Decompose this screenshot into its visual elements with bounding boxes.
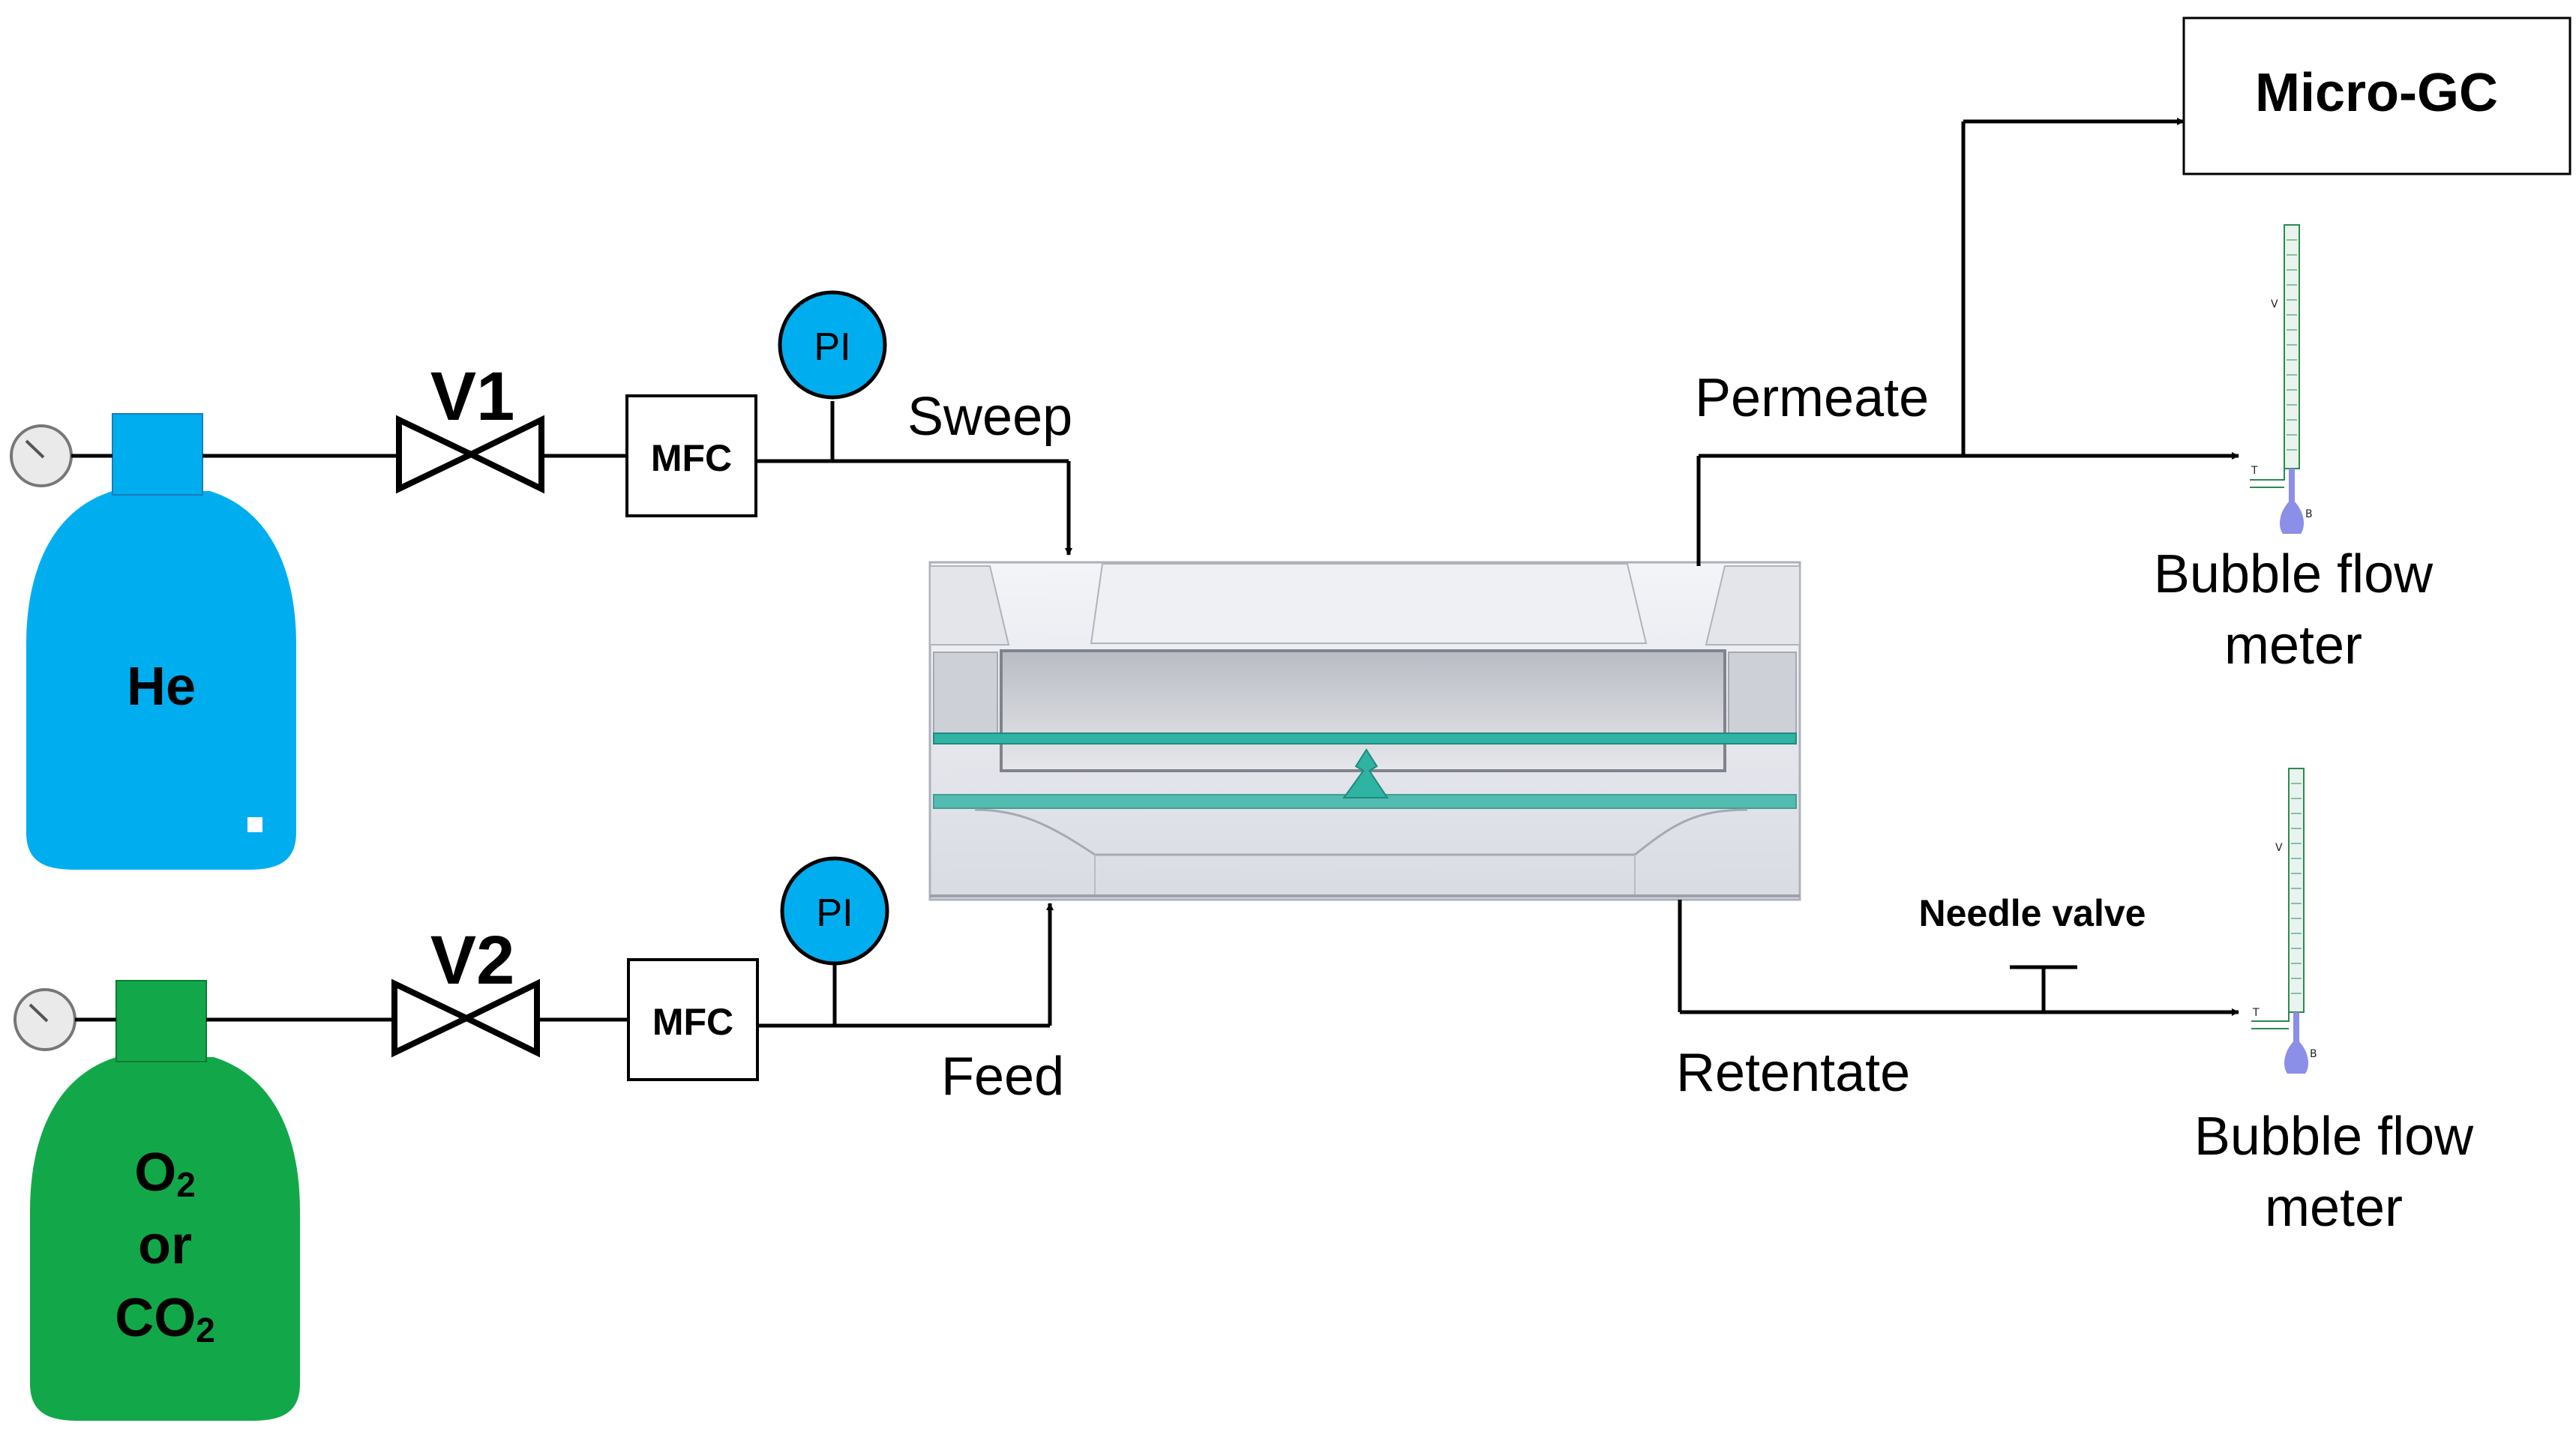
membrane-layer-top bbox=[933, 732, 1797, 744]
he-gas-label: He bbox=[127, 657, 196, 717]
membrane-module bbox=[928, 561, 1801, 901]
o2-co2-cylinder-body bbox=[30, 1057, 300, 1421]
permeate-line bbox=[1696, 118, 2239, 566]
pi-top-label: PI bbox=[814, 325, 850, 369]
or-label: or bbox=[138, 1215, 192, 1275]
pressure-indicator-top: PI bbox=[778, 290, 887, 461]
mfc-bottom[interactable]: MFC bbox=[627, 958, 759, 1081]
flow-meter-bottom-bulb bbox=[2284, 1038, 2308, 1074]
valve-v1-label: V1 bbox=[430, 358, 515, 435]
co2-label: CO2 bbox=[115, 1288, 215, 1350]
flow-meter-bottom-line1: Bubble flow bbox=[2194, 1107, 2474, 1167]
meter-bottom-t-mark: T bbox=[2252, 1007, 2260, 1019]
micro-gc-label: Micro-GC bbox=[2255, 63, 2498, 123]
bottom-gas-line bbox=[75, 903, 1054, 1028]
retentate-line bbox=[1678, 900, 2239, 1016]
mfc-top-label: MFC bbox=[651, 437, 732, 479]
o2-co2-cylinder-cap bbox=[115, 980, 207, 1062]
bubble-flow-meter-bottom: V T B Bubble flow meter bbox=[2194, 768, 2474, 1238]
top-gas-line bbox=[71, 454, 1072, 556]
membrane-support bbox=[1342, 748, 1389, 798]
he-pressure-gauge bbox=[10, 424, 73, 487]
valve-v2-label: V2 bbox=[430, 922, 515, 999]
o2-co2-cylinder: O2 or CO2 bbox=[30, 980, 300, 1421]
pi-bottom-label: PI bbox=[816, 891, 853, 935]
meter-top-b-mark: B bbox=[2305, 508, 2313, 520]
micro-gc-box[interactable]: Micro-GC bbox=[2182, 16, 2572, 175]
o2-co2-pressure-gauge bbox=[13, 988, 76, 1051]
permeate-label: Permeate bbox=[1695, 368, 1929, 428]
flow-meter-top-line2: meter bbox=[2224, 616, 2362, 676]
flow-meter-top-line1: Bubble flow bbox=[2154, 544, 2434, 604]
he-cylinder-marker bbox=[247, 817, 262, 832]
needle-valve-label: Needle valve bbox=[1919, 892, 2146, 934]
feed-label: Feed bbox=[941, 1047, 1064, 1107]
retentate-label: Retentate bbox=[1676, 1043, 1910, 1103]
meter-top-v-mark: V bbox=[2271, 298, 2278, 310]
flow-meter-bottom-line2: meter bbox=[2265, 1178, 2403, 1238]
valve-v1[interactable]: V1 bbox=[396, 358, 544, 494]
he-cylinder-body bbox=[26, 491, 296, 870]
o2-label: O2 bbox=[134, 1143, 196, 1204]
meter-bottom-b-mark: B bbox=[2310, 1048, 2317, 1060]
mfc-bottom-label: MFC bbox=[652, 1001, 733, 1043]
pressure-indicator-bottom: PI bbox=[780, 856, 889, 1026]
valve-v2[interactable]: V2 bbox=[391, 922, 540, 1058]
he-cylinder-cap bbox=[112, 413, 203, 496]
needle-valve[interactable]: Needle valve bbox=[1919, 892, 2146, 1012]
sweep-label: Sweep bbox=[907, 387, 1072, 447]
meter-top-t-mark: T bbox=[2251, 465, 2258, 477]
he-cylinder: He bbox=[26, 413, 296, 870]
meter-bottom-v-mark: V bbox=[2275, 842, 2283, 854]
mfc-top[interactable]: MFC bbox=[625, 394, 757, 517]
flow-meter-top-bulb bbox=[2280, 499, 2304, 534]
bubble-flow-meter-top: V T B Bubble flow meter bbox=[2154, 224, 2434, 676]
